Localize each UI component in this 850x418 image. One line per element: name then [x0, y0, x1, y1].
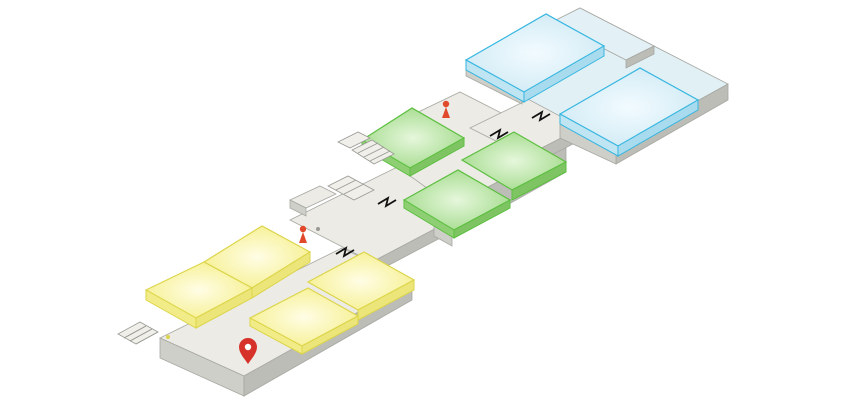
poi-dot — [316, 227, 320, 231]
person-marker-icon[interactable] — [299, 225, 307, 243]
location-pin-icon[interactable] — [239, 338, 257, 364]
stairs-icon — [327, 175, 375, 201]
stairs-icon — [117, 321, 159, 345]
building-green-east[interactable] — [460, 131, 568, 201]
building-blue-east[interactable] — [558, 67, 700, 157]
zigzag-connector-icon — [377, 196, 397, 208]
stairs-icon — [337, 131, 395, 165]
building-yellow-east[interactable] — [306, 251, 416, 321]
building-yellow-west[interactable] — [144, 261, 254, 329]
zigzag-connector-icon — [531, 110, 551, 122]
poi-dot — [166, 335, 170, 339]
zigzag-connector-icon — [489, 128, 509, 140]
building-yellow-south[interactable] — [248, 287, 360, 355]
person-marker-icon[interactable] — [442, 100, 450, 118]
building-blue-north[interactable] — [464, 13, 606, 103]
building-green-south[interactable] — [402, 169, 512, 239]
zigzag-connector-icon — [335, 246, 355, 258]
